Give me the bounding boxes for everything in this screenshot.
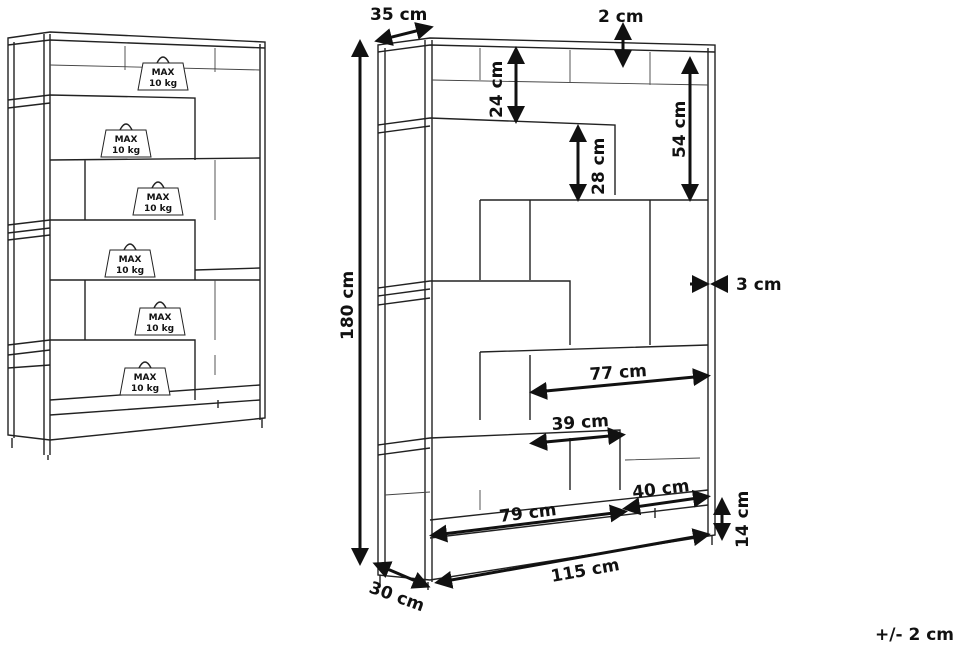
svg-text:MAX: MAX <box>134 373 157 383</box>
label-77: 77 cm <box>589 361 648 385</box>
svg-text:MAX: MAX <box>147 193 170 203</box>
svg-text:MAX: MAX <box>119 255 142 265</box>
left-shelf-illustration <box>7 31 266 460</box>
svg-text:10 kg: 10 kg <box>144 204 172 214</box>
svg-text:10 kg: 10 kg <box>149 79 177 89</box>
label-depth-bottom: 30 cm <box>366 578 427 616</box>
svg-text:MAX: MAX <box>149 313 172 323</box>
svg-text:MAX: MAX <box>152 68 175 78</box>
label-frame-width: 3 cm <box>736 275 782 295</box>
dim-arrow-depth-top <box>374 22 434 46</box>
dim-arrow-39 <box>529 427 626 451</box>
dim-arrow-40 <box>622 489 711 516</box>
label-top-thickness: 2 cm <box>598 7 644 27</box>
label-54: 54 cm <box>670 101 690 158</box>
label-14: 14 cm <box>733 491 753 548</box>
tolerance-note: +/- 2 cm <box>875 625 954 645</box>
svg-text:MAX: MAX <box>115 135 138 145</box>
svg-text:10 kg: 10 kg <box>116 266 144 276</box>
dim-arrow-width <box>434 528 711 589</box>
label-depth-top: 35 cm <box>370 5 427 25</box>
label-28: 28 cm <box>589 138 609 195</box>
label-24: 24 cm <box>487 61 507 118</box>
svg-text:10 kg: 10 kg <box>131 384 159 394</box>
svg-text:10 kg: 10 kg <box>112 146 140 156</box>
svg-text:10 kg: 10 kg <box>146 324 174 334</box>
dim-arrow-77 <box>529 368 711 400</box>
label-height: 180 cm <box>338 271 358 340</box>
label-79: 79 cm <box>498 500 557 527</box>
label-39: 39 cm <box>551 411 610 435</box>
dim-arrow-depth-bottom <box>372 561 431 589</box>
